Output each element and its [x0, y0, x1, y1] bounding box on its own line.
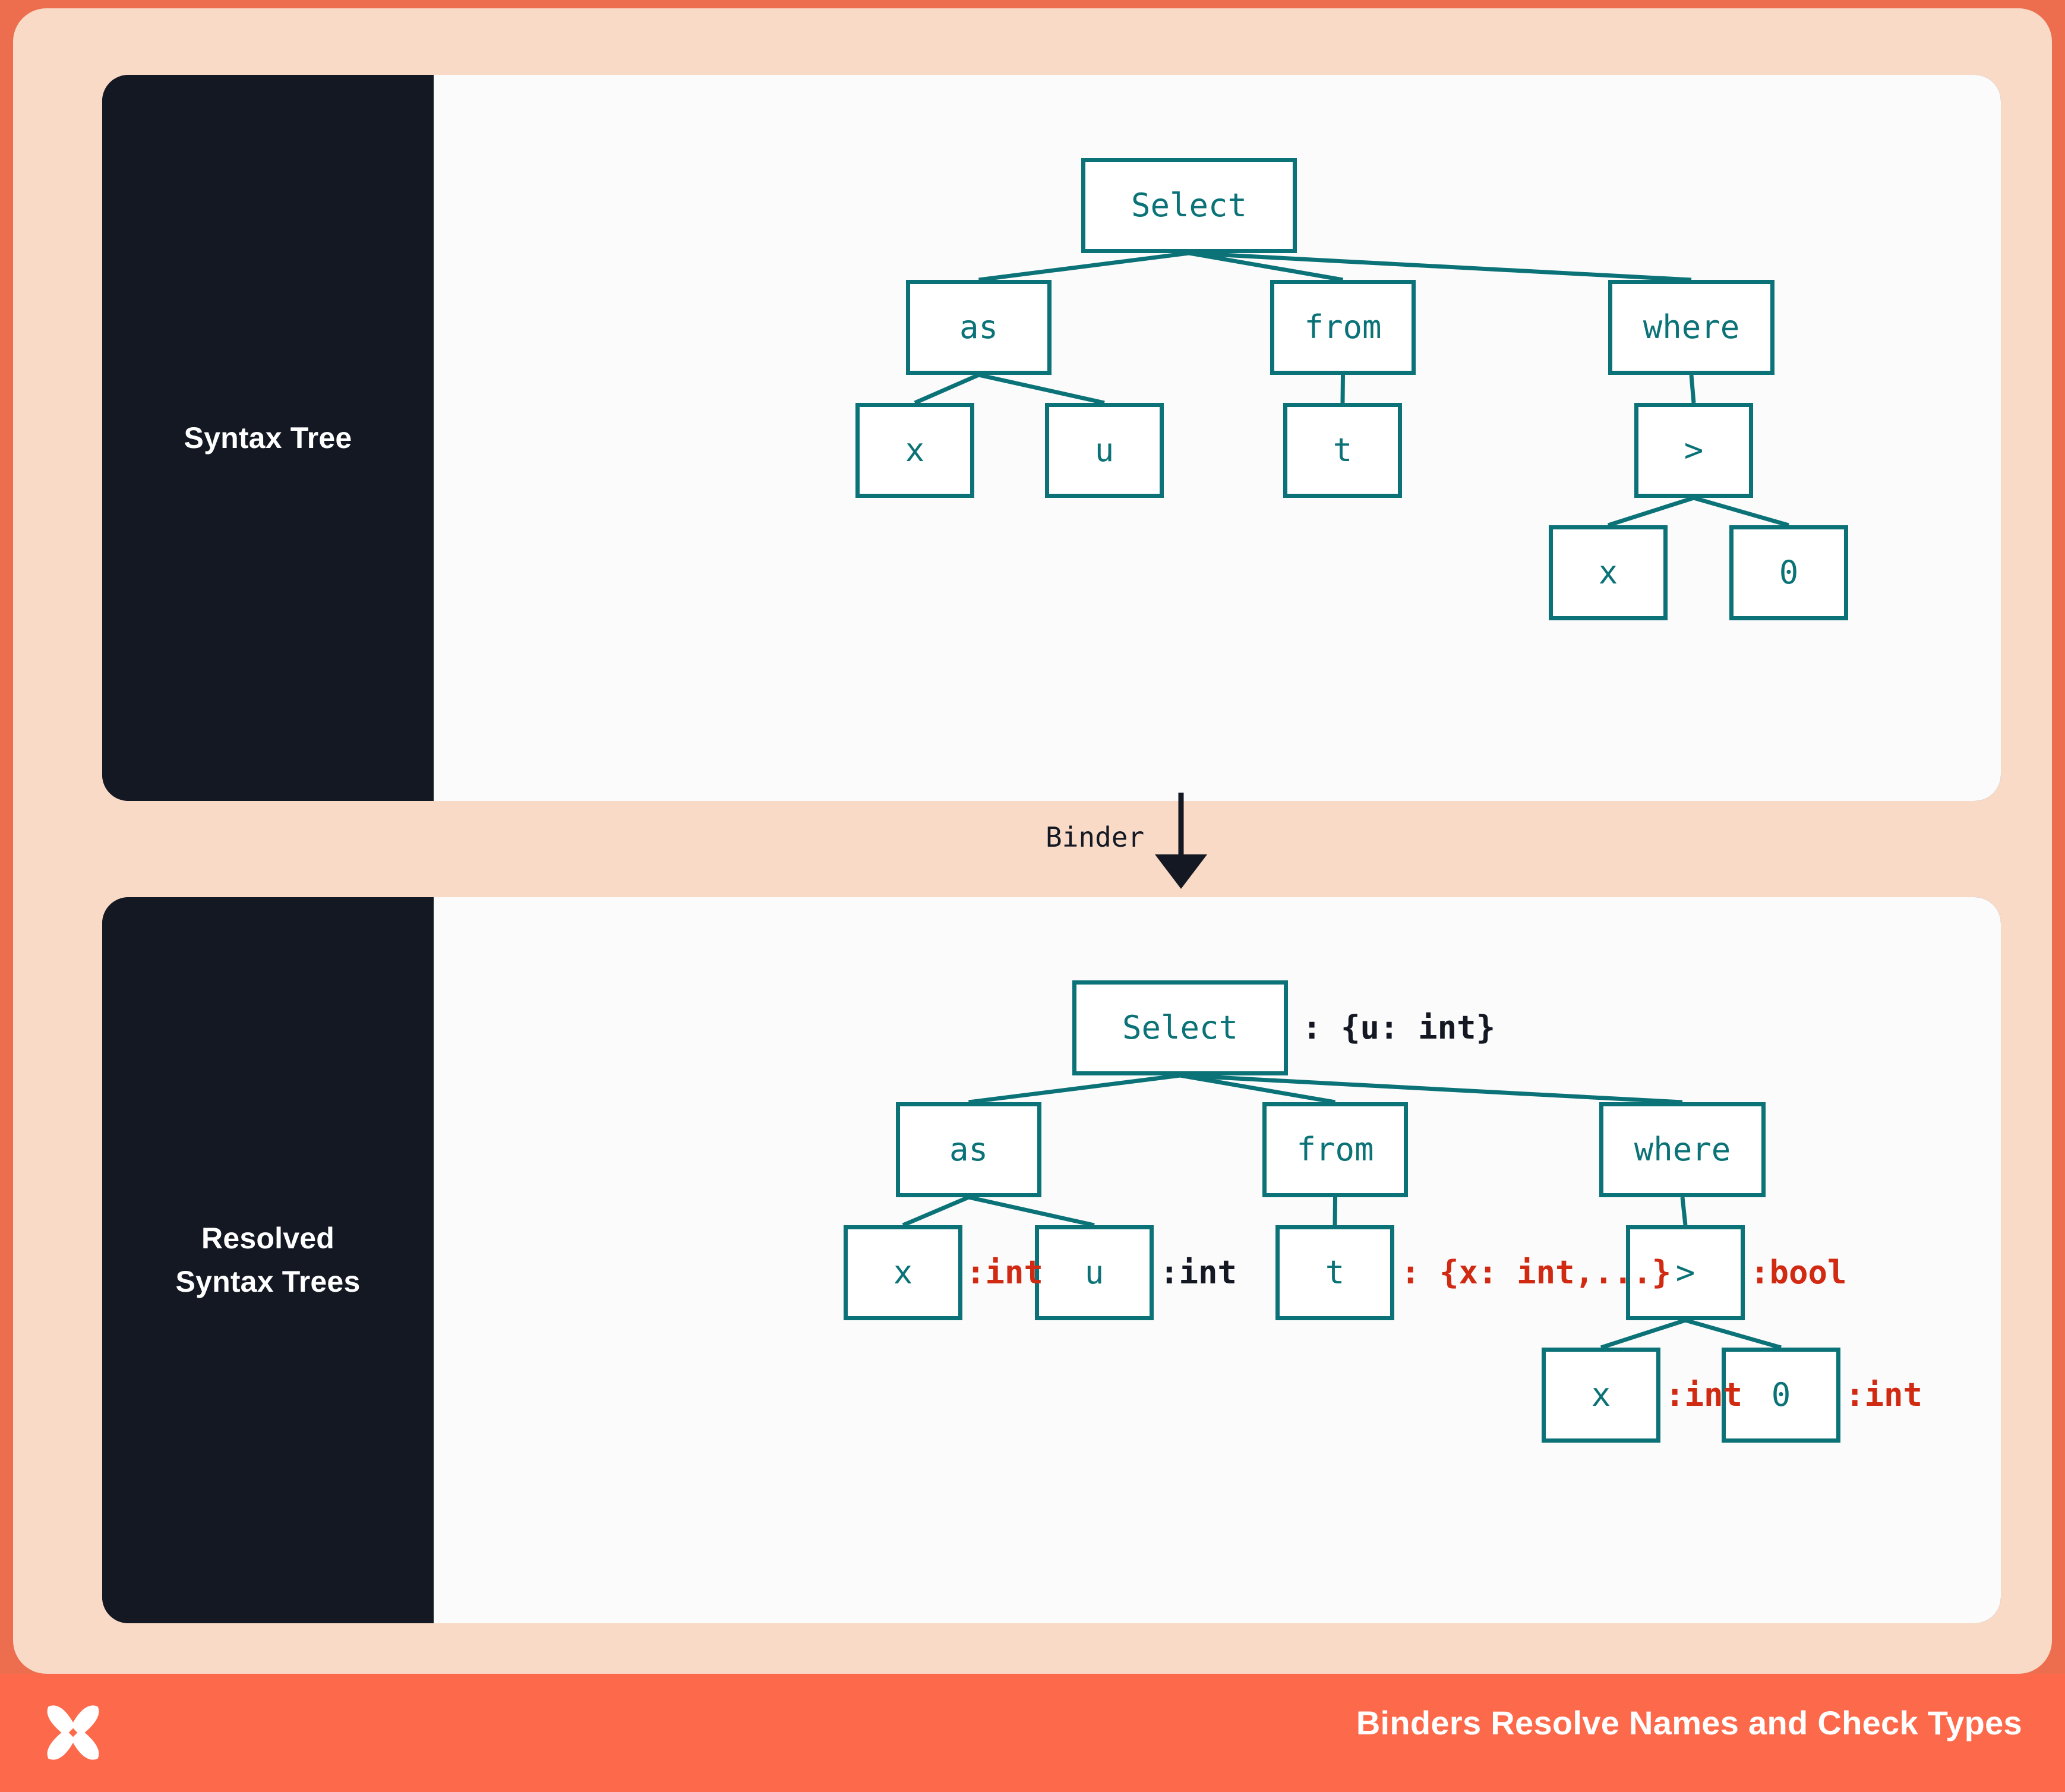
- tree-node-from[interactable]: from: [1270, 280, 1416, 375]
- tree-edges-syntax-tree: [914, 251, 1789, 528]
- tree-node-gt[interactable]: >: [1634, 403, 1753, 498]
- tree-edges-resolved-syntax-trees: [902, 1073, 1782, 1350]
- type-annotation-u1: :int: [1160, 1254, 1237, 1291]
- type-annotation-t1: : {x: int,...}: [1401, 1254, 1672, 1291]
- tree-edge: [1179, 1073, 1336, 1105]
- panel-label-line: Resolved: [201, 1222, 334, 1255]
- footer-title: Binders Resolve Names and Check Types: [1356, 1704, 2022, 1741]
- tree-node-wher[interactable]: where: [1599, 1102, 1766, 1197]
- panel-label-syntax-tree: Syntax Tree: [102, 75, 434, 801]
- tree-node-t1[interactable]: t: [1275, 1225, 1394, 1320]
- tree-node-u1[interactable]: u: [1045, 403, 1164, 498]
- type-annotation-z0: :int: [1845, 1376, 1923, 1414]
- tree-edge: [1685, 1318, 1782, 1350]
- tree-edge: [1188, 251, 1344, 282]
- tree-node-gt[interactable]: >: [1626, 1225, 1745, 1320]
- tree-node-x1[interactable]: x: [855, 403, 974, 498]
- tree-edge: [1189, 251, 1692, 282]
- tree-node-x2[interactable]: x: [1549, 525, 1668, 620]
- tree-node-x1[interactable]: x: [844, 1225, 962, 1320]
- tree-edge: [902, 1195, 970, 1228]
- footer-bar: Binders Resolve Names and Check Types: [0, 1674, 2065, 1792]
- tree-node-z0[interactable]: 0: [1729, 525, 1848, 620]
- tree-node-from[interactable]: from: [1262, 1102, 1408, 1197]
- tree-edge: [968, 1073, 1180, 1105]
- tree-node-sel[interactable]: Select: [1072, 980, 1288, 1075]
- tree-node-wher[interactable]: where: [1608, 280, 1774, 375]
- panel-label-line: Syntax Trees: [175, 1265, 361, 1298]
- butterfly-x-logo-icon: [47, 1705, 99, 1760]
- tree-edge: [968, 1195, 1095, 1228]
- tree-edge: [978, 251, 1189, 282]
- type-annotation-x2: :int: [1665, 1376, 1743, 1414]
- tree-edge: [978, 373, 1105, 405]
- tree-node-t1[interactable]: t: [1283, 403, 1402, 498]
- tree-edge: [1607, 496, 1695, 528]
- tree-node-z0[interactable]: 0: [1722, 1348, 1840, 1443]
- tree-edge: [1180, 1073, 1683, 1105]
- tree-edge: [1689, 374, 1696, 403]
- tree-node-x2[interactable]: x: [1542, 1348, 1660, 1443]
- tree-edge: [914, 373, 980, 405]
- tree-node-as[interactable]: as: [896, 1102, 1041, 1197]
- tree-node-as[interactable]: as: [906, 280, 1052, 375]
- type-annotation-x1: :int: [966, 1254, 1044, 1291]
- tree-node-sel[interactable]: Select: [1081, 158, 1297, 253]
- tree-edge: [1600, 1318, 1687, 1350]
- tree-edge: [1680, 1197, 1688, 1226]
- tree-node-u1[interactable]: u: [1035, 1225, 1154, 1320]
- type-annotation-gt: :bool: [1750, 1254, 1847, 1291]
- type-annotation-sel: : {u: int}: [1302, 1009, 1496, 1046]
- tree-edge: [1693, 496, 1789, 528]
